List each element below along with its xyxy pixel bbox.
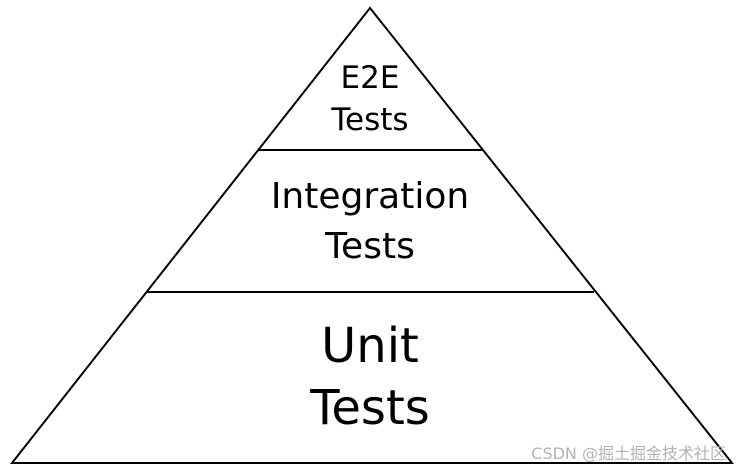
tier-unit: Unit Tests <box>309 318 430 436</box>
pyramid-outline <box>9 6 735 464</box>
tier-integration-line-1: Integration <box>271 176 469 217</box>
tier-integration-line-2: Tests <box>324 226 415 267</box>
tier-unit-line-1: Unit <box>321 318 419 374</box>
tier-integration: Integration Tests <box>271 176 469 267</box>
watermark-text: CSDN @掘土掘金技术社区 <box>531 444 726 463</box>
tier-e2e: E2E Tests <box>330 60 408 138</box>
tier-e2e-line-2: Tests <box>330 102 408 138</box>
tier-unit-line-2: Tests <box>309 380 430 436</box>
tier-e2e-line-1: E2E <box>341 60 400 96</box>
